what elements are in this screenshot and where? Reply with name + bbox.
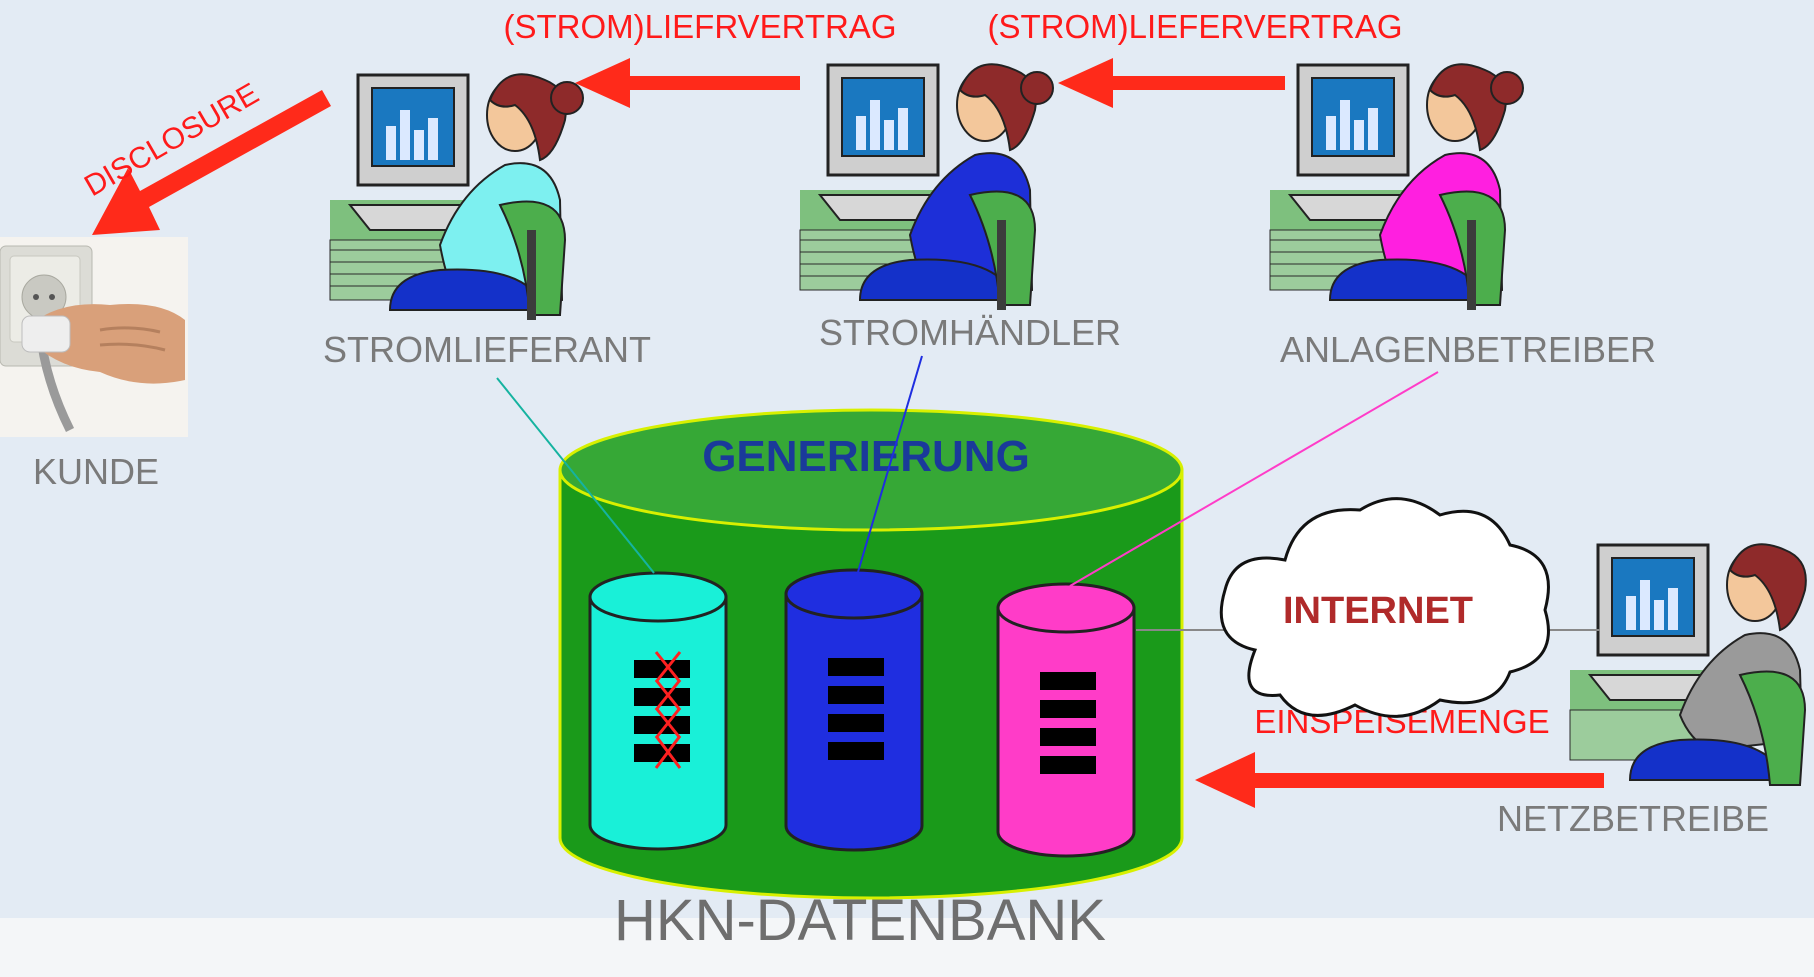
contract-label-1: (STROM)LIEFRVERTRAG xyxy=(504,8,897,45)
grid-operator-workstation-icon xyxy=(1569,543,1807,786)
plant-db-cylinder xyxy=(996,582,1136,858)
plant-connector xyxy=(1069,371,1439,587)
plant-operator-label: ANLAGENBETREIBER xyxy=(1280,329,1656,370)
arrow-grid-to-database xyxy=(1195,752,1604,808)
generierung-label: GENERIERUNG xyxy=(702,432,1030,481)
customer-photo xyxy=(0,237,188,437)
arrow-plant-to-trader xyxy=(1058,58,1285,108)
footer-band xyxy=(0,918,1814,977)
customer-label: KUNDE xyxy=(33,451,159,492)
arrow-supplier-to-customer xyxy=(92,90,331,235)
contract-label-2: (STROM)LIEFERVERTRAG xyxy=(988,8,1403,45)
supplier-workstation-icon xyxy=(329,73,584,320)
arrow-trader-to-supplier xyxy=(575,58,800,108)
supplier-connector xyxy=(496,377,655,574)
plant-operator-workstation-icon xyxy=(1269,63,1524,310)
internet-label: INTERNET xyxy=(1283,590,1473,632)
supplier-label: STROMLIEFERANT xyxy=(323,329,651,370)
grid-operator-label: NETZBETREIBE xyxy=(1497,798,1769,839)
trader-db-cylinder xyxy=(784,568,924,852)
trader-label: STROMHÄNDLER xyxy=(819,312,1121,353)
trader-workstation-icon xyxy=(799,63,1054,310)
internet-cloud-icon xyxy=(1219,497,1550,718)
database-title: HKN-DATENBANK xyxy=(614,888,1106,953)
trader-connector xyxy=(857,355,923,573)
supplier-db-cylinder xyxy=(588,571,728,851)
